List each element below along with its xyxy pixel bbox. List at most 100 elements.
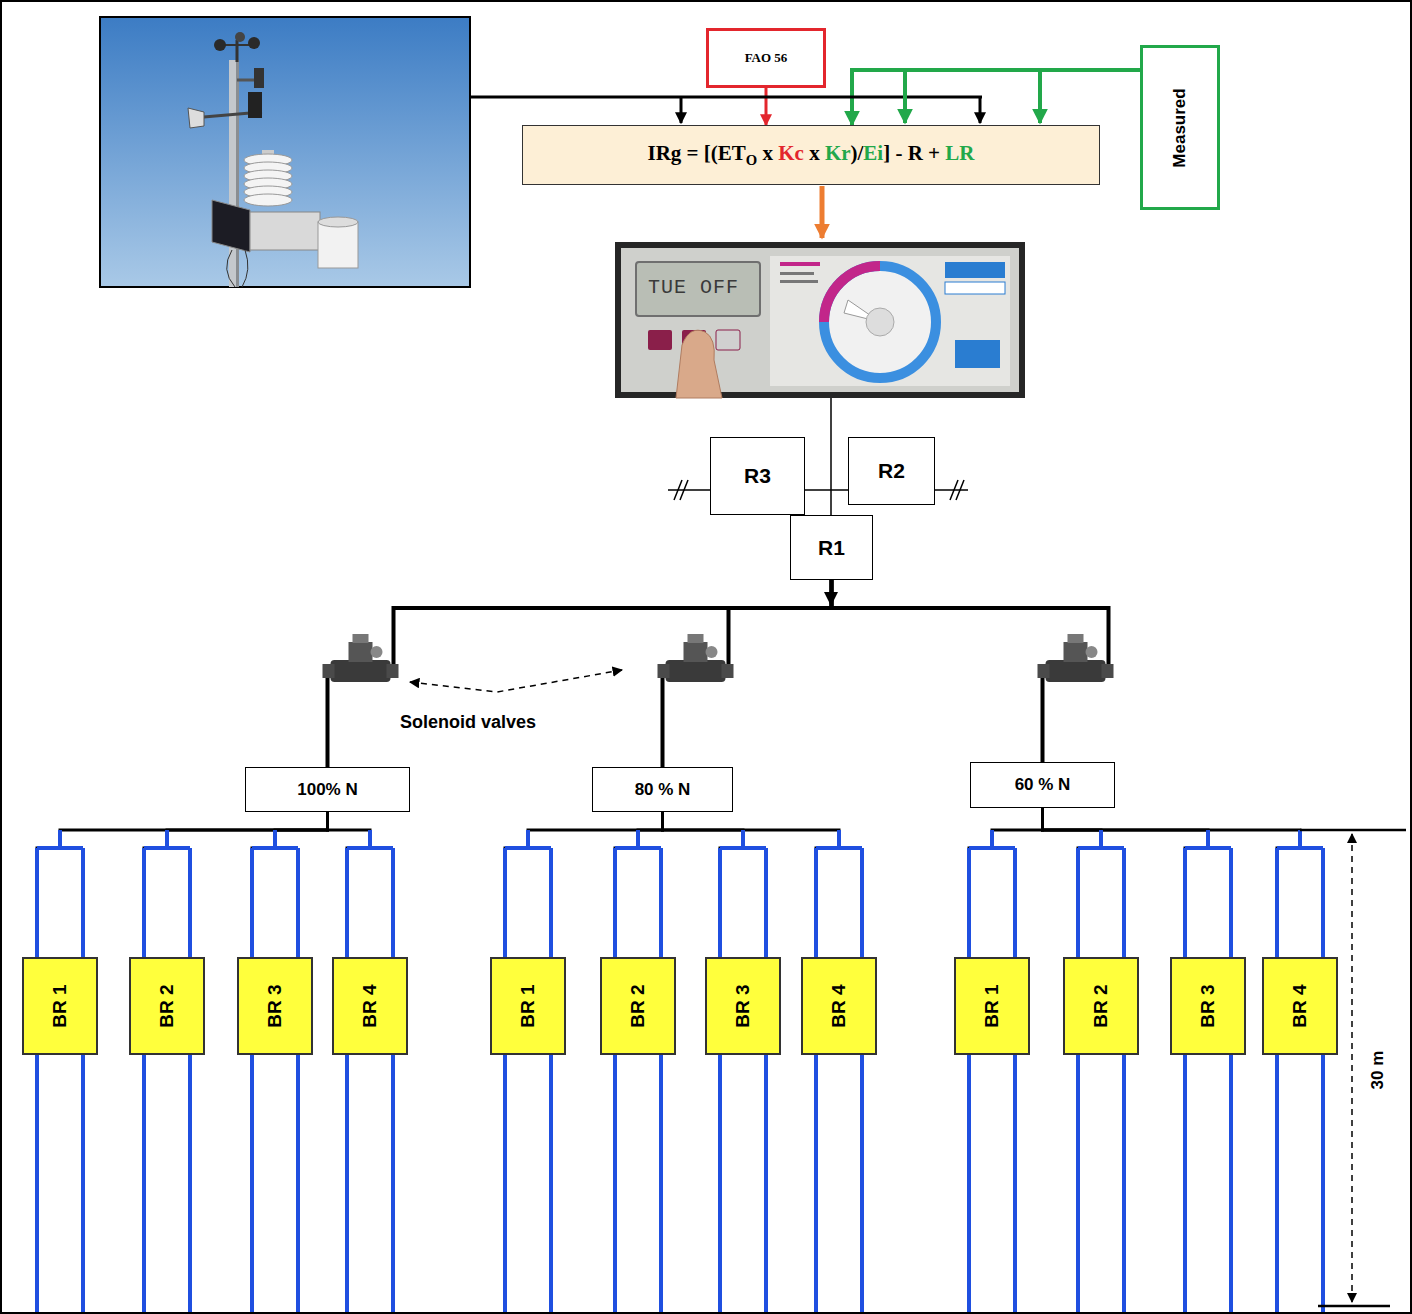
length-dimension: [1351, 834, 1353, 1302]
box-label: R2: [878, 459, 905, 483]
weather-station-photo: [188, 108, 204, 128]
solenoid-valve-icon: [658, 664, 670, 678]
weather-station-photo: [250, 212, 320, 250]
dimension-label: 30 m: [1368, 1051, 1388, 1090]
display-text: TUE OFF: [648, 274, 752, 300]
solenoid-valve-icon: [1046, 660, 1106, 682]
lateral-pipes: [816, 830, 862, 1312]
replicate-box: BR 1: [490, 957, 566, 1055]
weather-station-photo: [248, 92, 262, 118]
controller-photo: [780, 280, 818, 283]
controller-photo: [615, 242, 1025, 398]
length-dimension: [1300, 830, 1406, 1306]
box-label: BR 2: [156, 984, 178, 1027]
lateral-pipes: [252, 830, 298, 1312]
controller-photo: [824, 266, 936, 378]
box-label: 100% N: [297, 780, 357, 800]
input-lines: [903, 70, 907, 123]
box-label: BR 1: [981, 984, 1003, 1027]
weather-station-photo: [244, 154, 292, 206]
controller-photo: [770, 256, 1010, 386]
weather-station-photo: [212, 200, 250, 252]
box-label: 60 % N: [1015, 775, 1071, 795]
controller-photo: [945, 262, 1005, 278]
controller-photo: [716, 330, 740, 350]
equation-term: IRg = [(ET: [647, 141, 745, 165]
solenoid-valve-icon: [353, 634, 369, 643]
input-lines: [820, 186, 825, 238]
box-label: BR 4: [1289, 984, 1311, 1027]
equation-term: Kr: [825, 141, 851, 165]
solenoid-valve-icon: [666, 660, 726, 682]
weather-station-photo: [235, 32, 245, 42]
source-box: FAO 56: [706, 28, 826, 88]
weather-station-photo: [214, 39, 226, 51]
solenoid-valve-icon: [658, 634, 734, 682]
connector: [765, 88, 768, 125]
box-label: BR 2: [1090, 984, 1112, 1027]
box-label: BR 4: [359, 984, 381, 1027]
box-label: BR 1: [49, 984, 71, 1027]
replicate-box: BR 3: [705, 957, 781, 1055]
equation-term: LR: [945, 141, 974, 165]
replicate-box: BR 4: [801, 957, 877, 1055]
equation-term: x: [757, 141, 778, 165]
box-label: R3: [744, 464, 771, 488]
box-label: BR 3: [1197, 984, 1219, 1027]
solenoid-valve-icon: [349, 642, 373, 662]
replicate-box: BR 4: [332, 957, 408, 1055]
treatment-box: 60 % N: [970, 762, 1115, 808]
relay-box: R3: [710, 437, 805, 515]
replicate-box: BR 2: [600, 957, 676, 1055]
box-label: BR 1: [517, 984, 539, 1027]
solenoid-valve-icon: [323, 664, 335, 678]
lateral-pipes: [347, 830, 393, 1312]
box-label: BR 3: [264, 984, 286, 1027]
lateral-pipes: [37, 830, 1323, 1312]
replicate-box: BR 2: [129, 957, 205, 1055]
controller-photo: [955, 340, 1000, 368]
controller-photo: [676, 330, 722, 398]
box-label: BR 2: [627, 984, 649, 1027]
control-wiring: [830, 398, 832, 515]
callout-label: Solenoid valves: [400, 708, 580, 736]
input-lines: [1038, 70, 1042, 123]
weather-station-photo: [100, 17, 470, 287]
weather-station-photo: [244, 194, 292, 206]
replicate-box: BR 2: [1063, 957, 1139, 1055]
subscript: O: [746, 152, 757, 168]
relay-box: R2: [848, 437, 935, 505]
solenoid-valve-icon: [684, 642, 708, 662]
equation-term: ] - R +: [883, 141, 945, 165]
solenoid-valve-icon: [722, 664, 734, 678]
controller-photo: [780, 262, 820, 266]
box-label: IRg = [(ETO x Kc x Kr)/Ei] - R + LR: [647, 141, 974, 169]
solenoid-valve-icon: [323, 634, 399, 682]
solenoid-valve-icon: [1068, 634, 1084, 643]
solenoid-valve-icon: [1102, 664, 1114, 678]
solenoid-valve-icon: [371, 646, 383, 658]
box-label: BR 4: [828, 984, 850, 1027]
weather-station-photo: [318, 217, 358, 227]
connector: [37, 812, 328, 957]
replicate-box: BR 4: [1262, 957, 1338, 1055]
weather-station-photo: [236, 60, 239, 287]
replicate-box: BR 3: [237, 957, 313, 1055]
connector: [1043, 808, 1301, 957]
controller-photo: [945, 282, 1005, 294]
treatment-box: 100% N: [245, 767, 410, 812]
solenoid-valve-icon: [1064, 642, 1088, 662]
controller-photo: [636, 262, 760, 316]
lateral-pipes: [1277, 830, 1323, 1312]
connector: [328, 580, 832, 767]
callout-label: Solenoid valves: [400, 712, 536, 733]
control-wiring: [824, 592, 838, 606]
box-label: R1: [818, 536, 845, 560]
solenoid-valve-icon: [387, 664, 399, 678]
box-label: BR 3: [732, 984, 754, 1027]
lateral-pipes: [615, 830, 661, 1312]
box-label: 80 % N: [635, 780, 691, 800]
control-wiring: [668, 398, 968, 606]
lateral-pipes: [969, 830, 1015, 1312]
